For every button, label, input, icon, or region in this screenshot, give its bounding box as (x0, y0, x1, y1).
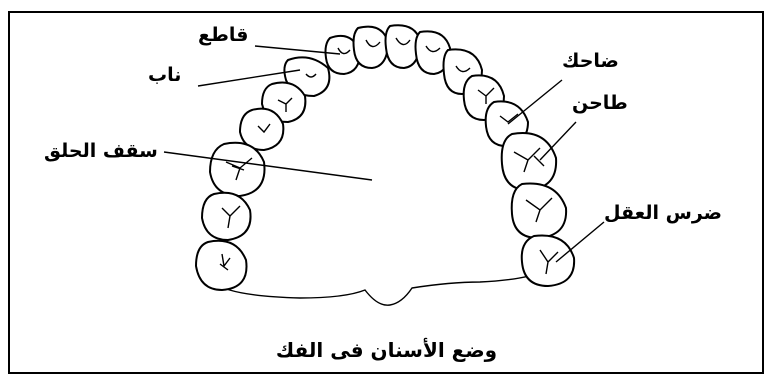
leader-line-molar (539, 121, 577, 161)
tooth-detail (277, 97, 293, 112)
figure-caption: وضع الأسنان فى الفك (275, 338, 498, 362)
tooth-incisor-right-2 (414, 30, 452, 76)
label-incisor: قاطع (198, 24, 249, 46)
tooth-molar-right-1 (500, 132, 558, 192)
tooth-detail (455, 65, 471, 73)
tooth-detail (365, 39, 381, 48)
leader-line-premolar (507, 79, 563, 125)
label-molar: طاحن (572, 92, 628, 114)
tooth-molar-left-2 (200, 191, 252, 242)
tooth-detail (477, 87, 495, 104)
tooth-detail (257, 123, 271, 134)
tooth-detail (513, 147, 545, 173)
tooth-detail (425, 45, 441, 53)
tooth-molar-right-2 (510, 182, 568, 240)
leader-line-wisdom-tooth (555, 221, 605, 263)
label-canine: ناب (148, 64, 182, 86)
tooth-detail (225, 157, 253, 181)
label-premolar: ضاحك (562, 50, 619, 72)
tooth-detail (219, 253, 231, 271)
tooth-detail (395, 37, 411, 46)
tooth-incisor-left-1 (352, 25, 390, 70)
palate-outline (214, 269, 549, 306)
tooth-detail (539, 249, 559, 275)
tooth-incisor-right-1 (384, 24, 422, 70)
tooth-molar-left-1 (208, 141, 266, 198)
figure-frame (8, 11, 764, 374)
tooth-detail (337, 47, 351, 55)
leader-line-palate (163, 151, 373, 181)
label-wisdom-tooth: ضرس العقل (604, 202, 723, 224)
tooth-detail (221, 205, 241, 229)
leader-line-incisor (254, 45, 341, 55)
tooth-detail (525, 197, 553, 223)
leader-line-canine (197, 69, 301, 87)
tooth-detail (305, 73, 317, 78)
tooth-detail (499, 113, 519, 123)
label-palate: سقف الحلق (44, 140, 158, 162)
